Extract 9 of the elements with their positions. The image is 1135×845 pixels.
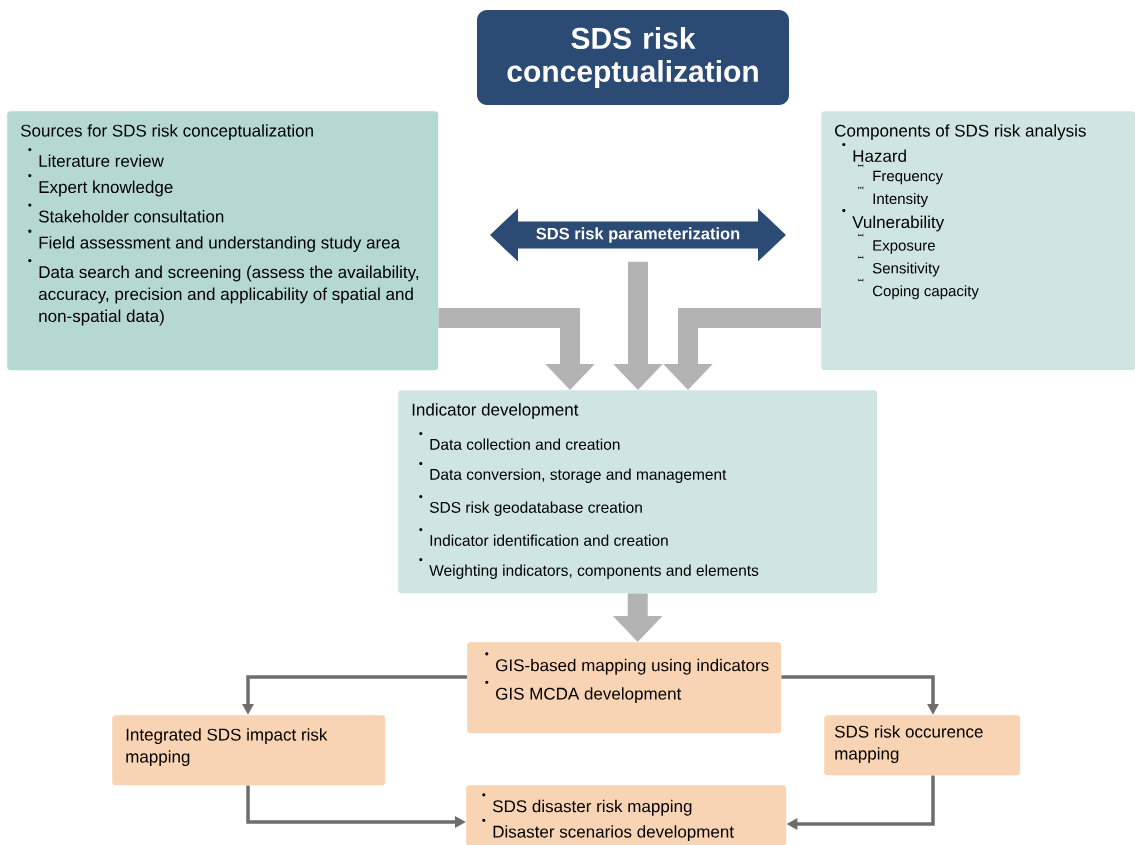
double-arrow-banner: SDS risk parameterization [490, 208, 786, 262]
process-box: Indicator development Data collection and creation Data conversion, storage and management SDS risk geodatabase creation Indicator identification and creation Weighting indicators, components and elements [398, 390, 878, 594]
title-box: SDS risk conceptualization [477, 10, 789, 105]
process-box: Integrated SDS impact risk mapping [112, 715, 386, 786]
info-panel: Components of SDS risk analysis Hazard Frequency Intensity Vulnerability Exposure Sensitivity Coping capacity [821, 111, 1135, 371]
process-box: SDS risk occurence mapping [824, 715, 1021, 776]
process-box: SDS disaster risk mapping Disaster scenarios development [466, 785, 787, 845]
process-box: GIS-based mapping using indicators GIS MCDA development [467, 642, 782, 734]
info-panel: Sources for SDS risk conceptualization Literature review Expert knowledge Stakeholder consultation Field assessment and understanding study area Data search and screening (assess the availability, accuracy, precision and applicability of spatial and non-spatial data) [7, 111, 439, 371]
